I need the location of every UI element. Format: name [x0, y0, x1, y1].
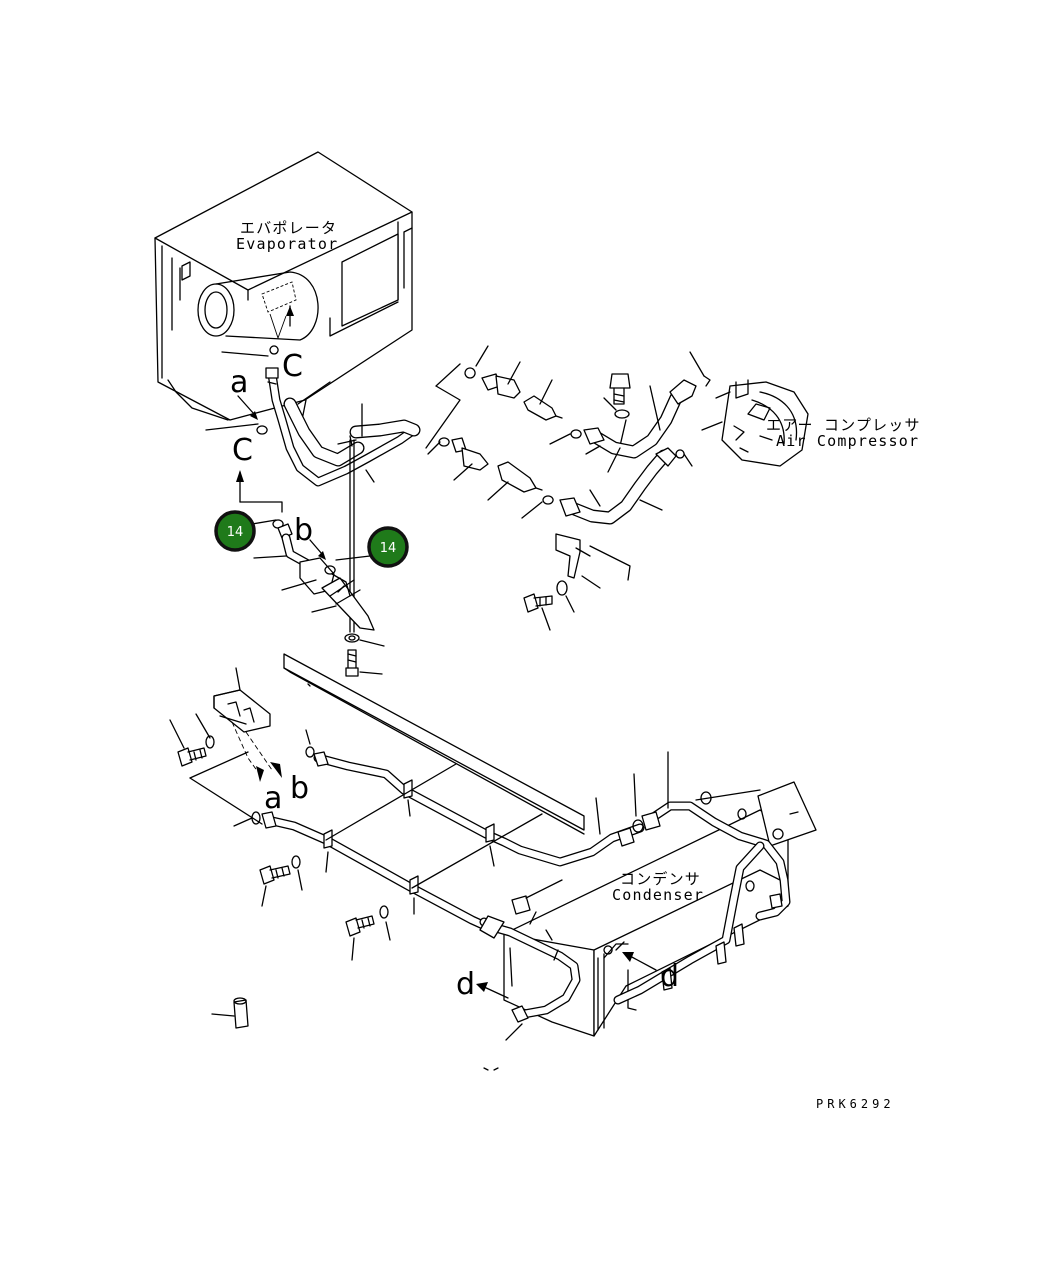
view-letter-d-right: d: [660, 959, 679, 994]
compressor-label-en: Air Compressor: [776, 432, 919, 450]
view-c-arrow: C: [232, 433, 283, 513]
condenser-unit: d d コンデンサ Condenser: [456, 751, 817, 1041]
view-letter-a-top: a: [230, 365, 248, 400]
bracket-group: [523, 533, 631, 631]
evaporator-label-jp: エバポレータ: [240, 219, 337, 237]
view-letter-b-mid: b: [294, 513, 313, 548]
condenser-label-jp: コンデンサ: [620, 870, 701, 888]
compressor-hoses: エアー コンプレッサ Air Compressor: [559, 351, 921, 525]
receiver-block: a b: [169, 667, 309, 825]
evaporator-pipe: a: [205, 365, 421, 633]
view-letter-b-bottom: b: [290, 771, 309, 806]
compressor-label-jp: エアー コンプレッサ: [766, 416, 921, 434]
drawing-code: PRK6292: [816, 1097, 895, 1111]
evaporator-unit: エバポレータ Evaporator C: [154, 151, 413, 431]
center-fittings: [425, 345, 582, 519]
lower-pipes: [211, 729, 645, 1071]
view-letter-d-left: d: [456, 967, 475, 1002]
callout-badge-1[interactable]: 14: [214, 510, 256, 552]
view-letter-c-top: C: [282, 349, 303, 384]
callout-number-2: 14: [380, 541, 397, 556]
callout-badge-2[interactable]: 14: [367, 526, 409, 568]
view-letter-a-bottom: a: [264, 781, 282, 816]
callout-number-1: 14: [227, 525, 244, 540]
expansion-valve-group: b: [251, 513, 385, 677]
frame-bar: [283, 653, 585, 835]
condenser-label-en: Condenser: [612, 886, 704, 904]
evaporator-label-en: Evaporator: [236, 235, 338, 253]
view-letter-c-left: C: [232, 433, 253, 468]
